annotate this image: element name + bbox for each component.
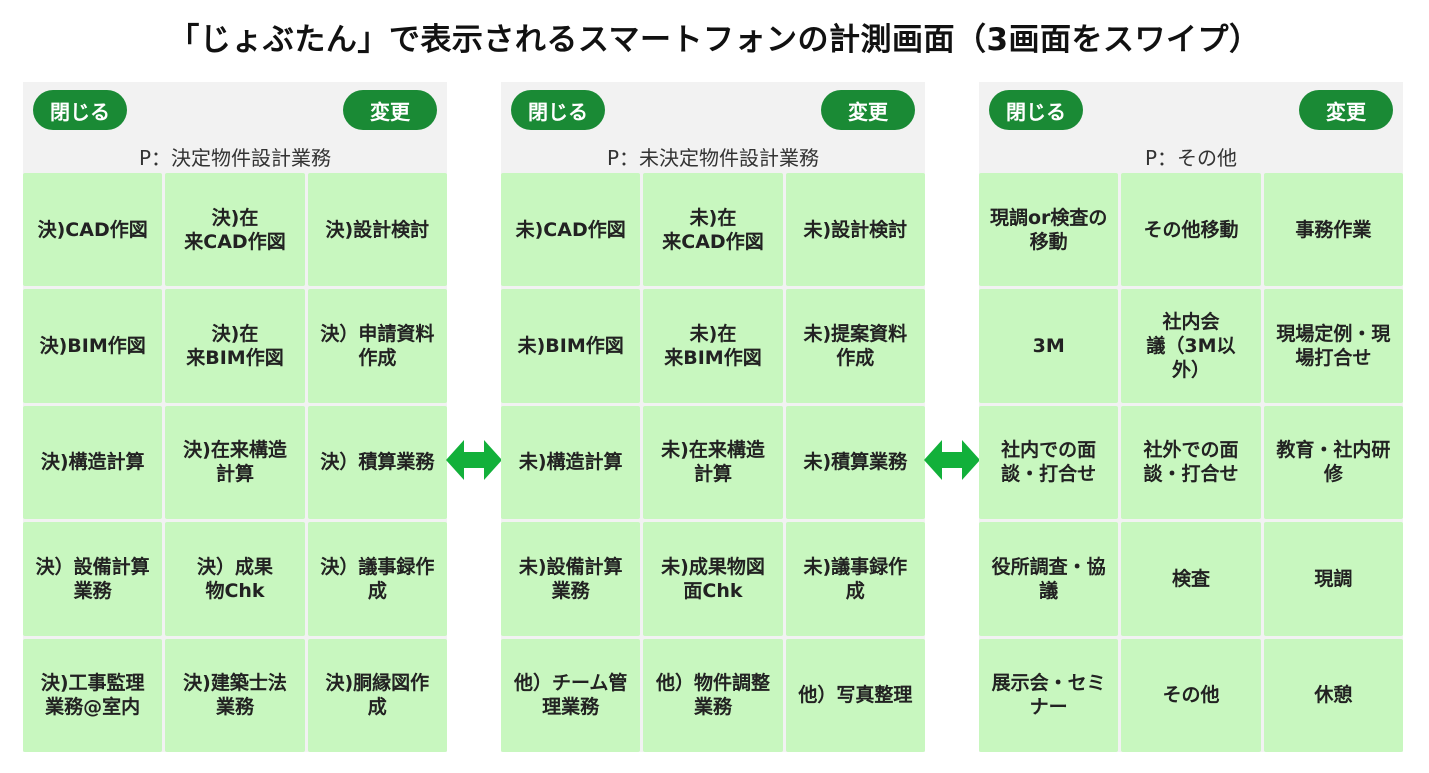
- task-tile[interactable]: 未)CAD作図: [501, 173, 641, 287]
- double-arrow-icon: [924, 440, 980, 480]
- task-tile[interactable]: 未)構造計算: [501, 405, 641, 520]
- phone-screen-other: 閉じる 変更 P：その他 現調or検査の 移動 その他移動 事務作業 3M 社内…: [979, 82, 1403, 752]
- task-grid: 決)CAD作図 決)在 来CAD作図 決)設計検討 決)BIM作図 決)在 来B…: [23, 173, 447, 752]
- task-tile[interactable]: 未)BIM作図: [501, 289, 641, 403]
- phone-screen-undecided: 閉じる 変更 P：未決定物件設計業務 未)CAD作図 未)在 来CAD作図 未)…: [501, 82, 925, 752]
- phone-screen-decided: 閉じる 変更 P：決定物件設計業務 決)CAD作図 決)在 来CAD作図 決)設…: [23, 82, 447, 752]
- task-tile[interactable]: 検査: [1121, 522, 1261, 636]
- task-tile[interactable]: その他移動: [1121, 173, 1261, 287]
- task-tile[interactable]: 決)CAD作図: [23, 173, 163, 287]
- task-tile[interactable]: 決)構造計算: [23, 405, 163, 520]
- task-tile[interactable]: 決）設備計算 業務: [23, 522, 163, 636]
- change-button[interactable]: 変更: [1299, 90, 1393, 130]
- task-tile[interactable]: 決)設計検討: [307, 173, 447, 287]
- task-tile[interactable]: 社外での面 談・打合せ: [1121, 405, 1261, 520]
- task-tile[interactable]: 教育・社内研 修: [1263, 405, 1403, 520]
- category-label: P：未決定物件設計業務: [606, 146, 820, 170]
- task-tile[interactable]: 未)在来構造 計算: [643, 405, 783, 520]
- task-tile[interactable]: 社内会 議（3M以 外）: [1121, 289, 1261, 403]
- task-tile[interactable]: 決)在来構造 計算: [165, 405, 305, 520]
- double-arrow-icon: [446, 440, 502, 480]
- task-grid: 未)CAD作図 未)在 来CAD作図 未)設計検討 未)BIM作図 未)在 来B…: [501, 173, 925, 752]
- task-tile[interactable]: 現調: [1263, 522, 1403, 636]
- task-tile[interactable]: 未)議事録作 成: [785, 522, 925, 636]
- change-button[interactable]: 変更: [343, 90, 437, 130]
- task-tile[interactable]: 決)工事監理 業務@室内: [23, 638, 163, 752]
- task-tile[interactable]: 未)成果物図 面Chk: [643, 522, 783, 636]
- task-grid: 現調or検査の 移動 その他移動 事務作業 3M 社内会 議（3M以 外） 現場…: [979, 173, 1403, 752]
- task-tile[interactable]: 事務作業: [1263, 173, 1403, 287]
- task-tile[interactable]: 他）チーム管 理業務: [501, 638, 641, 752]
- task-tile[interactable]: 決）成果 物Chk: [165, 522, 305, 636]
- task-tile[interactable]: 現場定例・現 場打合せ: [1263, 289, 1403, 403]
- task-tile[interactable]: 決)在 来CAD作図: [165, 173, 305, 287]
- task-tile[interactable]: 未)積算業務: [785, 405, 925, 520]
- task-tile[interactable]: その他: [1121, 638, 1261, 752]
- task-tile[interactable]: 休憩: [1263, 638, 1403, 752]
- task-tile[interactable]: 決）積算業務: [307, 405, 447, 520]
- page-title: 「じょぶたん」で表示されるスマートフォンの計測画面（3画面をスワイプ）: [168, 22, 1261, 58]
- task-tile[interactable]: 決）申請資料 作成: [307, 289, 447, 403]
- task-tile[interactable]: 決)建築士法 業務: [165, 638, 305, 752]
- task-tile[interactable]: 決）議事録作 成: [307, 522, 447, 636]
- change-button[interactable]: 変更: [821, 90, 915, 130]
- task-tile[interactable]: 決)胴縁図作 成: [307, 638, 447, 752]
- task-tile[interactable]: 役所調査・協 議: [979, 522, 1119, 636]
- task-tile[interactable]: 決)在 来BIM作図: [165, 289, 305, 403]
- task-tile[interactable]: 未)提案資料 作成: [785, 289, 925, 403]
- task-tile[interactable]: 未)在 来BIM作図: [643, 289, 783, 403]
- task-tile[interactable]: 展示会・セミ ナー: [979, 638, 1119, 752]
- task-tile[interactable]: 決)BIM作図: [23, 289, 163, 403]
- task-tile[interactable]: 未)設計検討: [785, 173, 925, 287]
- category-label: P：その他: [1144, 146, 1238, 170]
- screen-header: 閉じる 変更 P：決定物件設計業務: [23, 82, 447, 173]
- close-button[interactable]: 閉じる: [511, 90, 605, 130]
- task-tile[interactable]: 未)在 来CAD作図: [643, 173, 783, 287]
- category-label: P：決定物件設計業務: [138, 146, 332, 170]
- screen-header: 閉じる 変更 P：未決定物件設計業務: [501, 82, 925, 173]
- task-tile[interactable]: 3M: [979, 289, 1119, 403]
- task-tile[interactable]: 他）物件調整 業務: [643, 638, 783, 752]
- close-button[interactable]: 閉じる: [33, 90, 127, 130]
- task-tile[interactable]: 他）写真整理: [785, 638, 925, 752]
- close-button[interactable]: 閉じる: [989, 90, 1083, 130]
- task-tile[interactable]: 社内での面 談・打合せ: [979, 405, 1119, 520]
- screen-header: 閉じる 変更 P：その他: [979, 82, 1403, 173]
- task-tile[interactable]: 未)設備計算 業務: [501, 522, 641, 636]
- task-tile[interactable]: 現調or検査の 移動: [979, 173, 1119, 287]
